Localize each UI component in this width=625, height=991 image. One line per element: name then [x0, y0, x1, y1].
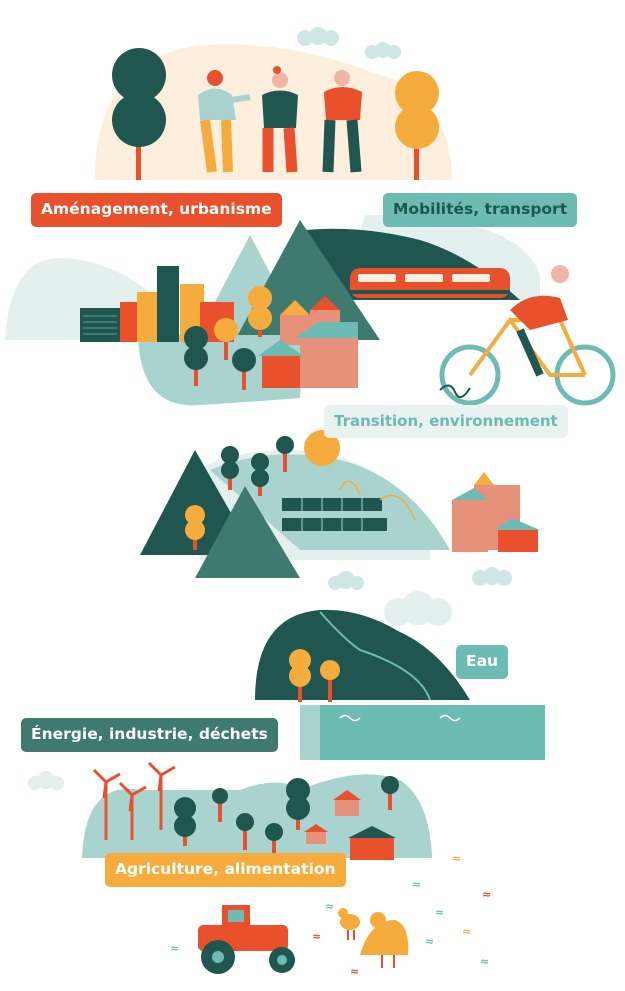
category-eau-label[interactable]: Eau: [456, 645, 509, 679]
category-mobilites-label[interactable]: Mobilités, transport: [383, 193, 578, 227]
svg-text:≈: ≈: [452, 852, 461, 865]
person-2: [262, 66, 298, 173]
wind-turbines: [92, 761, 176, 840]
energy-scene: [28, 761, 432, 860]
energy-houses: [304, 790, 396, 860]
svg-text:≈: ≈: [435, 906, 444, 919]
farm-scene: ≈ ≈ ≈ ≈ ≈ ≈ ≈ ≈ ≈ ≈ ≈: [170, 852, 491, 978]
svg-text:≈: ≈: [425, 935, 434, 948]
category-transition-label[interactable]: Transition, environnement: [324, 405, 568, 438]
city-houses: [258, 296, 358, 388]
svg-text:≈: ≈: [462, 925, 471, 938]
person-3: [322, 70, 362, 173]
svg-text:≈: ≈: [482, 888, 491, 901]
train: [350, 268, 510, 298]
crop-sprouts: ≈ ≈ ≈ ≈ ≈ ≈ ≈ ≈ ≈ ≈ ≈: [170, 852, 491, 978]
category-amenagement-label[interactable]: Aménagement, urbanisme: [31, 193, 282, 227]
city-trees: [184, 286, 272, 390]
solar-panels: [282, 498, 387, 531]
tree-yellow: [395, 71, 439, 180]
clouds-top: [297, 27, 401, 59]
category-agriculture-label[interactable]: Agriculture, alimentation: [105, 853, 346, 887]
water-scene: [255, 591, 545, 760]
svg-text:≈: ≈: [412, 878, 421, 891]
svg-text:≈: ≈: [312, 930, 321, 943]
energy-trees: [174, 776, 399, 858]
svg-text:≈: ≈: [480, 955, 489, 968]
chicken-small: [338, 908, 360, 940]
solar-scene: [140, 430, 540, 590]
category-energie-label[interactable]: Énergie, industrie, déchets: [21, 718, 278, 752]
tree-dark: [112, 48, 166, 180]
clouds-mid: [328, 567, 512, 590]
solar-houses: [452, 472, 540, 552]
people-scene: [95, 27, 452, 180]
svg-text:≈: ≈: [170, 942, 179, 955]
solar-trees: [185, 436, 294, 550]
tractor: [198, 905, 295, 974]
svg-text:≈: ≈: [350, 965, 359, 978]
svg-text:≈: ≈: [325, 900, 334, 913]
water-trees: [289, 649, 340, 702]
cyclist: [439, 265, 616, 406]
city-scene: [5, 215, 616, 406]
chicken-large: [360, 912, 409, 968]
person-1: [198, 70, 251, 173]
